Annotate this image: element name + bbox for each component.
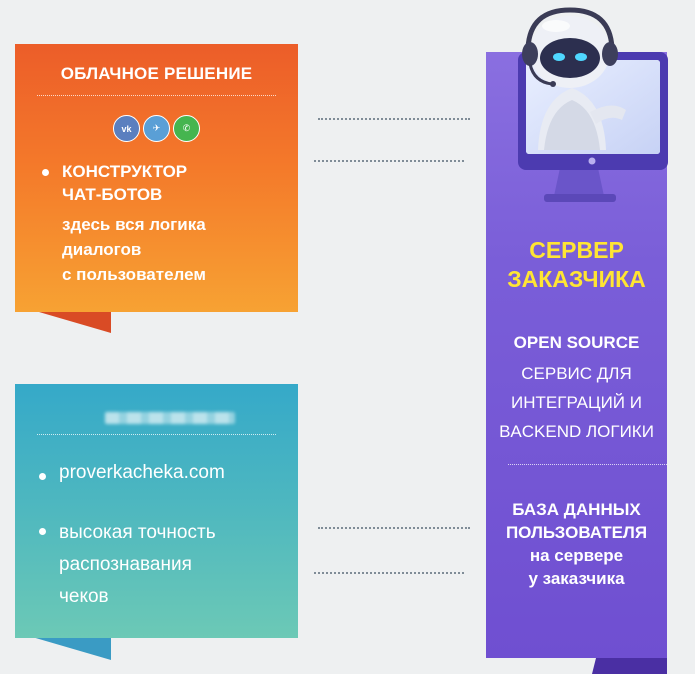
bullet-dot [39, 473, 46, 480]
bullet-title: КОНСТРУКТОР ЧАТ-БОТОВ [62, 160, 187, 206]
arrow-receipt-to-server [314, 572, 464, 574]
database-line: ПОЛЬЗОВАТЕЛЯ [486, 521, 667, 544]
divider [37, 434, 276, 435]
accuracy-line: высокая точность [59, 517, 216, 549]
accuracy-line: распознавания [59, 549, 216, 581]
server-title: СЕРВЕР ЗАКАЗЧИКА [486, 236, 667, 294]
bullet-dot [42, 169, 49, 176]
arrow-cloud-to-server [314, 160, 464, 162]
description-line: здесь вся логика [62, 212, 206, 237]
arrow-server-to-receipt [318, 527, 470, 529]
service-line: BACKEND ЛОГИКИ [486, 417, 667, 446]
service-description: СЕРВИС ДЛЯ ИНТЕГРАЦИЙ И BACKEND ЛОГИКИ [486, 359, 667, 446]
database-line: БАЗА ДАННЫХ [486, 498, 667, 521]
database-description: БАЗА ДАННЫХ ПОЛЬЗОВАТЕЛЯ на сервере у за… [486, 498, 667, 590]
telegram-icon: ✈ [143, 115, 170, 142]
accuracy-line: чеков [59, 581, 216, 613]
monitor-robot-illustration [490, 0, 690, 215]
bullet-title-line: КОНСТРУКТОР [62, 160, 187, 183]
service-line: СЕРВИС ДЛЯ [486, 359, 667, 388]
database-line: у заказчика [486, 567, 667, 590]
messenger-icons: vk ✈ ✆ [15, 115, 298, 142]
bullet-accuracy: высокая точность распознавания чеков [59, 517, 216, 613]
service-line: ИНТЕГРАЦИЙ И [486, 388, 667, 417]
receipt-service-card: proverkacheka.com высокая точность распо… [15, 384, 298, 638]
bullet-site: proverkacheka.com [59, 462, 225, 484]
vk-icon: vk [113, 115, 140, 142]
whatsapp-icon: ✆ [173, 115, 200, 142]
server-title-line: СЕРВЕР [486, 236, 667, 265]
description-line: с пользователем [62, 262, 206, 287]
arrow-server-to-cloud [318, 118, 470, 120]
divider [508, 464, 667, 465]
bullet-dot [39, 528, 46, 535]
divider [37, 95, 276, 96]
blurred-logo [105, 412, 235, 424]
description-line: диалогов [62, 237, 206, 262]
open-source-label: OPEN SOURCE [486, 333, 667, 353]
database-line: на сервере [486, 544, 667, 567]
bullet-title-line: ЧАТ-БОТОВ [62, 183, 187, 206]
bullet-description: здесь вся логика диалогов с пользователе… [62, 212, 206, 287]
cloud-solution-card: ОБЛАЧНОЕ РЕШЕНИЕ vk ✈ ✆ КОНСТРУКТОР ЧАТ-… [15, 44, 298, 312]
server-title-line: ЗАКАЗЧИКА [486, 265, 667, 294]
card-title: ОБЛАЧНОЕ РЕШЕНИЕ [15, 64, 298, 84]
